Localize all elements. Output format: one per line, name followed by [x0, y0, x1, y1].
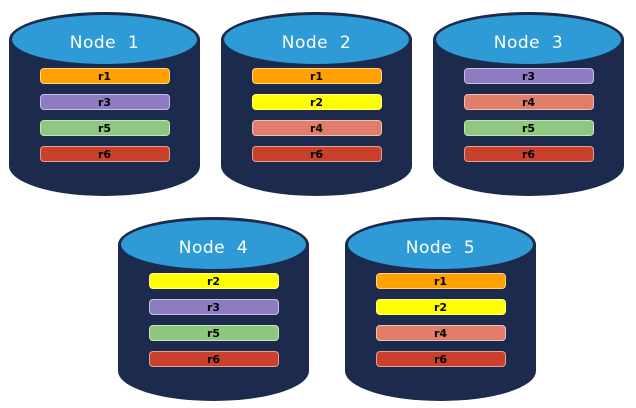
replica-bar-r2: r2 — [148, 273, 279, 289]
replica-bar-r1: r1 — [251, 68, 382, 84]
replica-bar-list: r1 r2 r4 r6 — [345, 273, 536, 367]
cylinder-top-ellipse: Node 2 — [221, 12, 412, 67]
replica-bar-r2: r2 — [375, 299, 506, 315]
node-3-cylinder: Node 3 r3 r4 r5 r6 — [433, 12, 624, 196]
node-2-cylinder: Node 2 r1 r2 r4 r6 — [221, 12, 412, 196]
node-1-cylinder: Node 1 r1 r3 r5 r6 — [9, 12, 200, 196]
cylinder-top-ellipse: Node 3 — [433, 12, 624, 67]
replica-bar-r1: r1 — [39, 68, 170, 84]
replica-bar-list: r1 r2 r4 r6 — [221, 68, 412, 162]
node-label: Node 4 — [178, 237, 249, 258]
replica-bar-r4: r4 — [375, 325, 506, 341]
replica-bar-r3: r3 — [463, 68, 594, 84]
replica-bar-r5: r5 — [39, 120, 170, 136]
node-label: Node 2 — [281, 32, 352, 53]
replica-bar-list: r2 r3 r5 r6 — [118, 273, 309, 367]
node-label: Node 3 — [493, 32, 564, 53]
replica-bar-r4: r4 — [463, 94, 594, 110]
replica-bar-r6: r6 — [39, 146, 170, 162]
replica-bar-r6: r6 — [375, 351, 506, 367]
replica-bar-r6: r6 — [251, 146, 382, 162]
replica-bar-r5: r5 — [148, 325, 279, 341]
cylinder-top-ellipse: Node 1 — [9, 12, 200, 67]
replica-bar-r5: r5 — [463, 120, 594, 136]
node-label: Node 5 — [405, 237, 476, 258]
replica-bar-r6: r6 — [463, 146, 594, 162]
replica-bar-r3: r3 — [148, 299, 279, 315]
node-4-cylinder: Node 4 r2 r3 r5 r6 — [118, 217, 309, 401]
node-label: Node 1 — [69, 32, 140, 53]
replica-bar-r2: r2 — [251, 94, 382, 110]
replica-bar-list: r1 r3 r5 r6 — [9, 68, 200, 162]
cylinder-top-ellipse: Node 5 — [345, 217, 536, 272]
replica-bar-r1: r1 — [375, 273, 506, 289]
node-5-cylinder: Node 5 r1 r2 r4 r6 — [345, 217, 536, 401]
replica-bar-r6: r6 — [148, 351, 279, 367]
cylinder-top-ellipse: Node 4 — [118, 217, 309, 272]
replica-bar-r3: r3 — [39, 94, 170, 110]
replica-bar-list: r3 r4 r5 r6 — [433, 68, 624, 162]
replica-bar-r4: r4 — [251, 120, 382, 136]
